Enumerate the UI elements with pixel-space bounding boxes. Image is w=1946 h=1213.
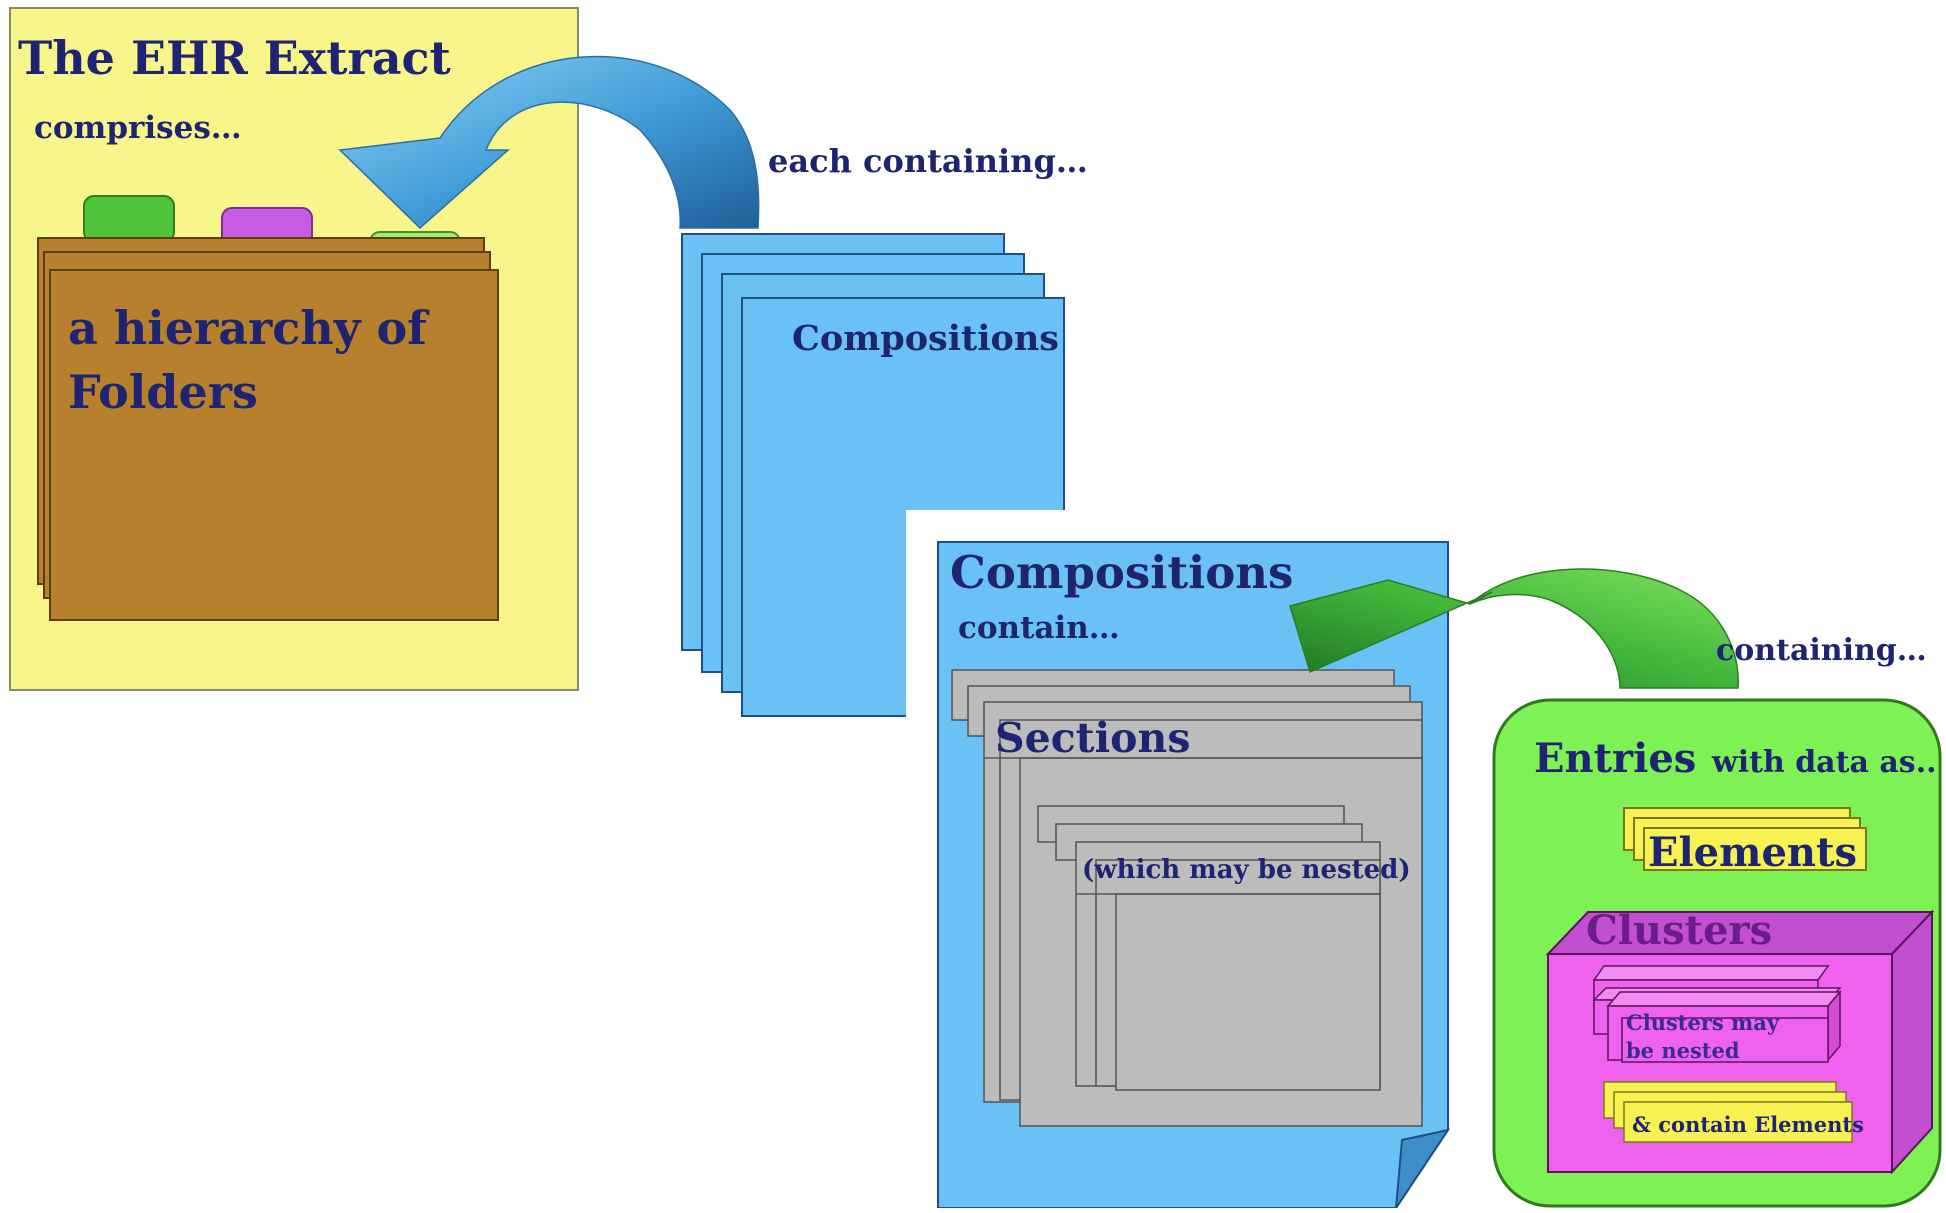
compositions-stack — [681, 233, 1065, 717]
extract-subtitle: comprises… — [34, 110, 242, 146]
nested-clusters-line2: be nested — [1626, 1038, 1740, 1063]
entries-title-suffix: with data as.. — [1711, 745, 1937, 780]
clusters-label: Clusters — [1586, 907, 1772, 954]
sections-label: Sections — [995, 714, 1190, 762]
nested-clusters-line1: Clusters may — [1626, 1010, 1780, 1035]
entries-title-line: Entries with data as.. — [1534, 735, 1937, 782]
folders-label-line1: a hierarchy of — [68, 301, 430, 355]
nested-sections-stack — [1037, 805, 1381, 1091]
compositions-stack-label: Compositions — [792, 318, 1059, 359]
folders-label-line2: Folders — [68, 365, 258, 419]
nested-sections-label: (which may be nested) — [1082, 855, 1411, 885]
elements-label: Elements — [1648, 829, 1857, 876]
curved-arrow-green-icon — [1289, 568, 1739, 689]
entries-caption: containing… — [1716, 633, 1927, 668]
extract-title: The EHR Extract — [18, 31, 452, 85]
folder-tab-green-icon — [83, 195, 175, 243]
entries-title: Entries — [1534, 735, 1696, 782]
compositions-caption: each containing… — [768, 142, 1088, 180]
nested-clusters-stack — [1592, 965, 1842, 1063]
folder-stack-icon — [37, 237, 499, 621]
curved-arrow-blue-icon — [338, 55, 760, 230]
cluster-elements-stack — [1603, 1081, 1853, 1143]
contain-elements-label: & contain Elements — [1632, 1112, 1864, 1137]
elements-stack — [1623, 807, 1867, 871]
composition-detail-title: Compositions — [950, 546, 1293, 599]
composition-detail-subtitle: contain… — [958, 610, 1120, 646]
page-curl-icon — [1395, 1128, 1451, 1209]
